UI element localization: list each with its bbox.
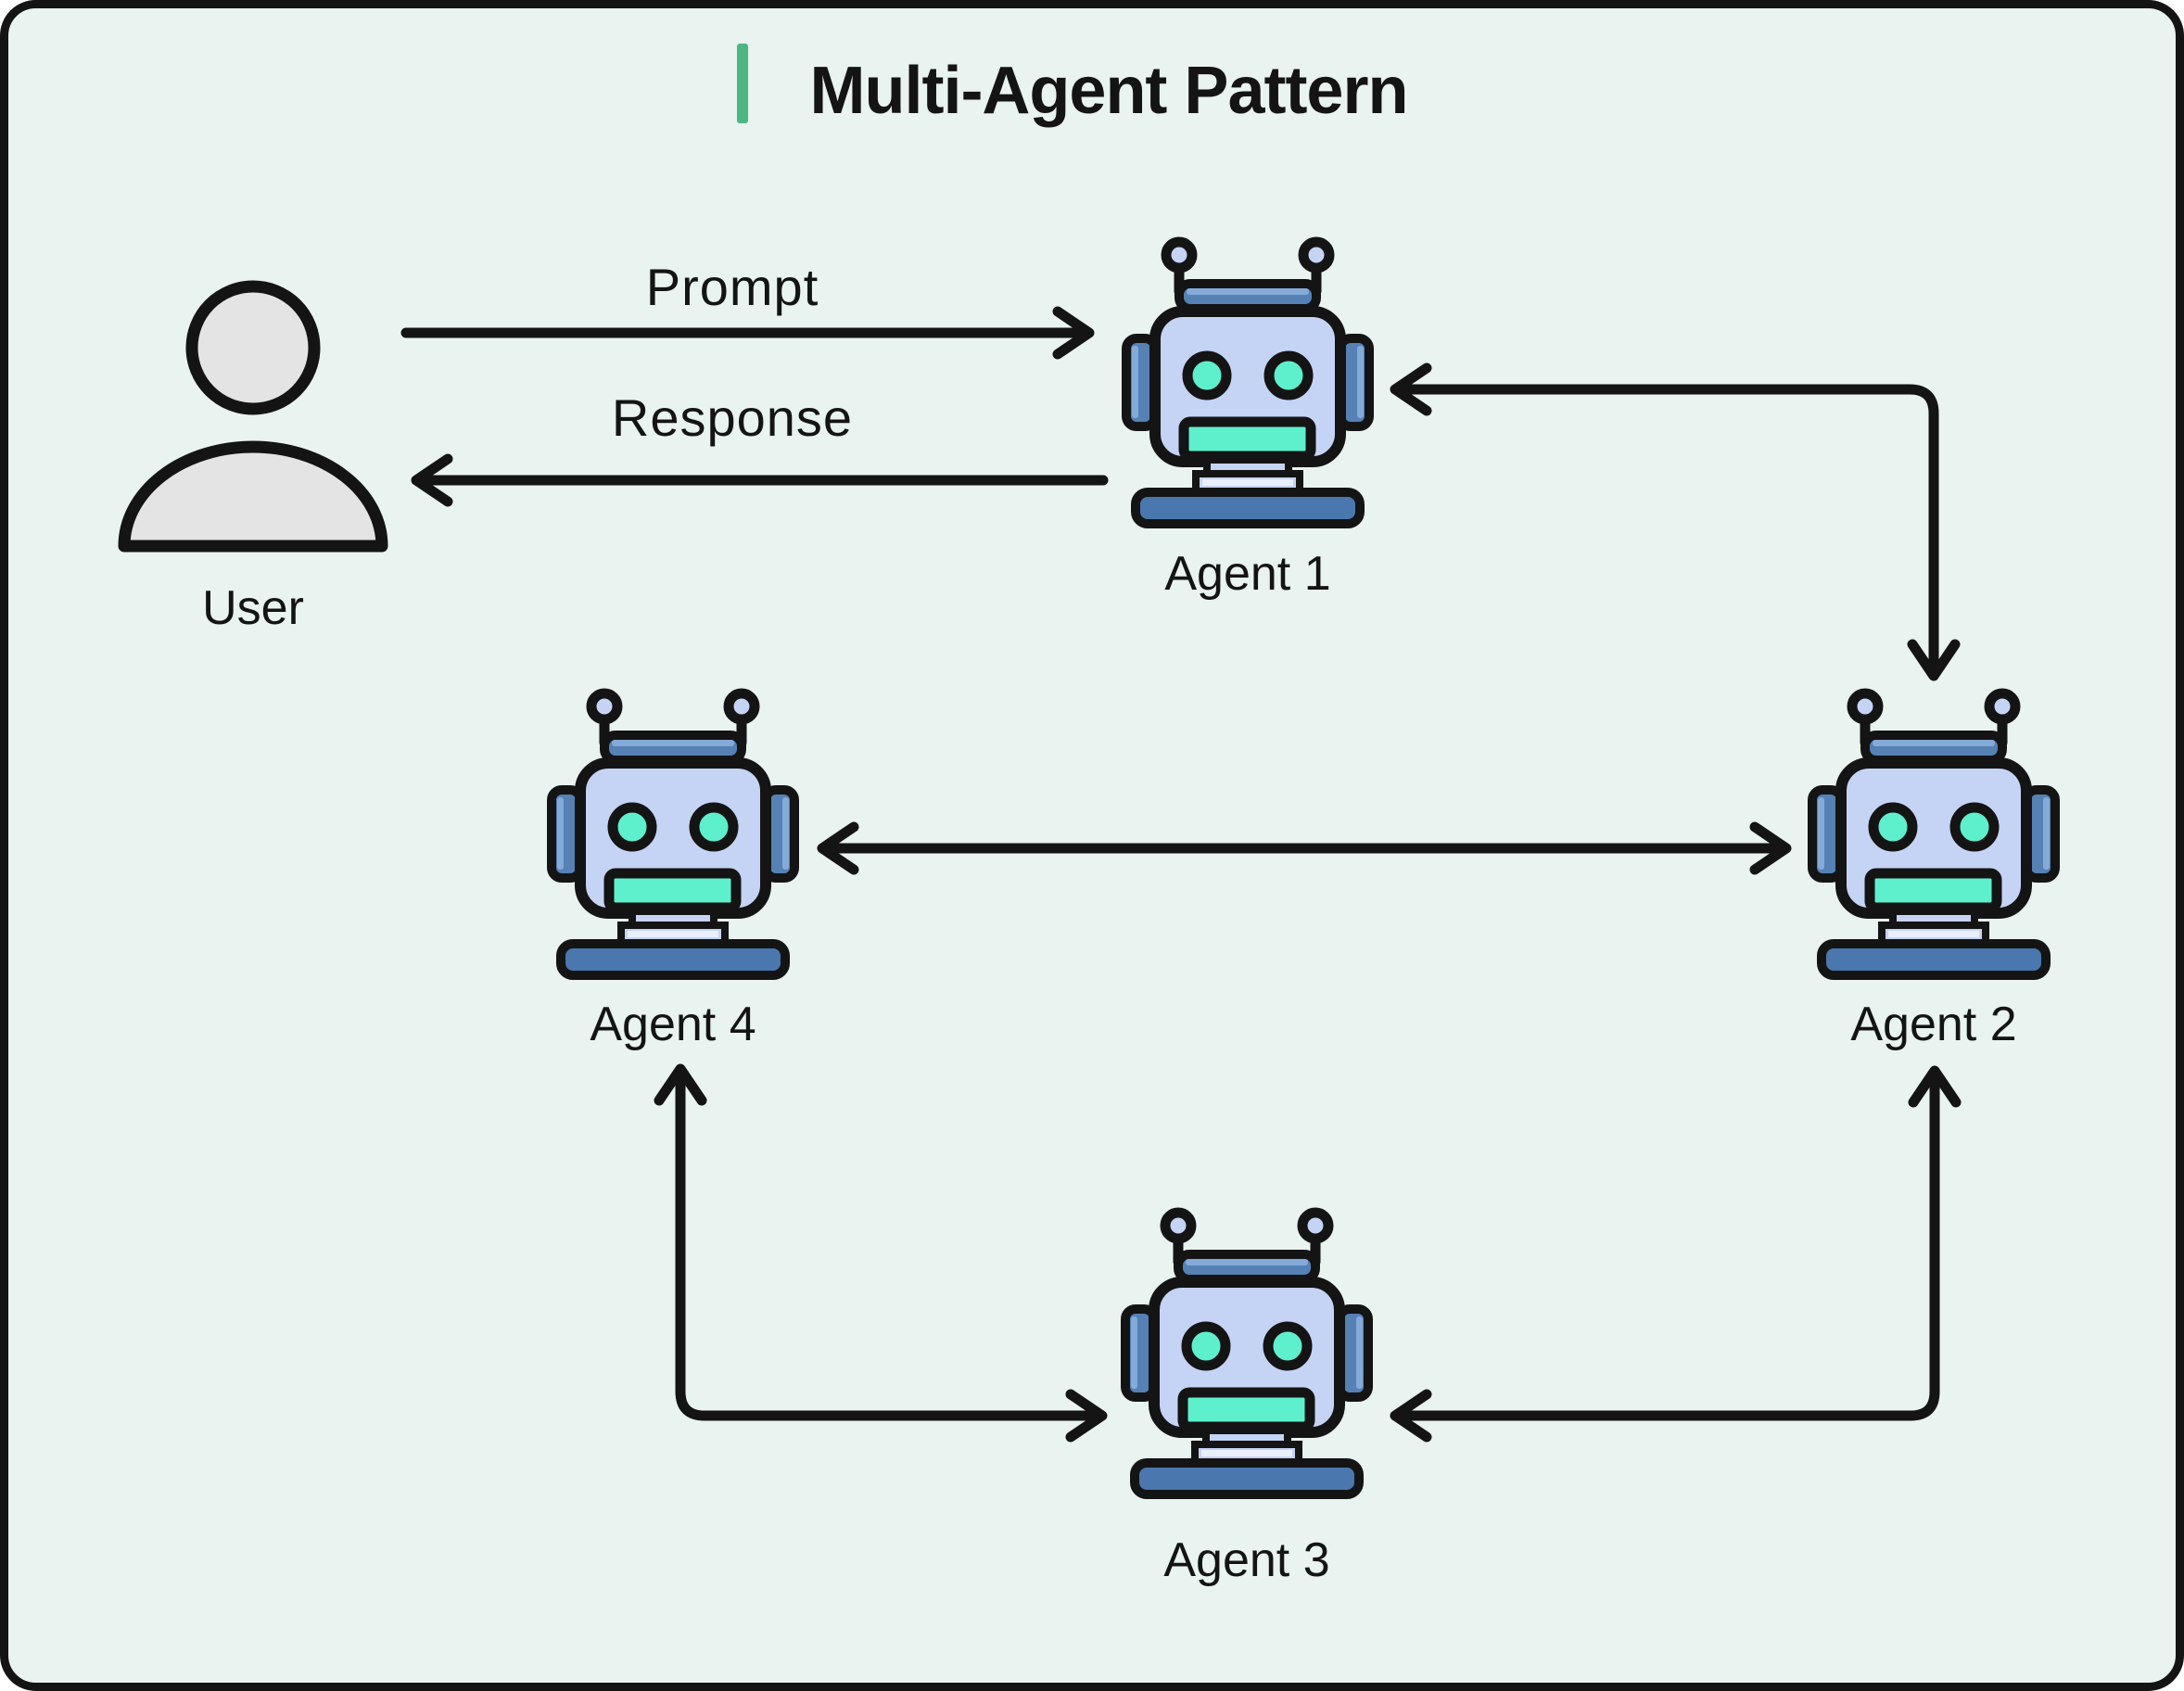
prompt-label: Prompt bbox=[646, 258, 819, 316]
agent-3-node: Agent 3 bbox=[1125, 1213, 1368, 1587]
agent-1-label: Agent 1 bbox=[1164, 547, 1330, 601]
agent4-agent3-connector bbox=[654, 1063, 1108, 1443]
title-block: Multi-Agent Pattern bbox=[737, 44, 1408, 128]
page-title: Multi-Agent Pattern bbox=[810, 54, 1408, 128]
person-body bbox=[118, 440, 388, 553]
agent-4-label: Agent 4 bbox=[590, 998, 756, 1051]
agent-3-label: Agent 3 bbox=[1163, 1533, 1329, 1587]
agent-2-label: Agent 2 bbox=[1850, 998, 2016, 1051]
agent3-agent2-connector bbox=[1390, 1065, 1962, 1443]
response-label: Response bbox=[612, 388, 853, 447]
agent1-agent2-connector bbox=[1390, 362, 1961, 681]
agent-2-node: Agent 2 bbox=[1812, 693, 2055, 1051]
user-node: User bbox=[118, 280, 388, 635]
person-icon bbox=[118, 280, 388, 553]
person-head bbox=[185, 280, 321, 415]
title-accent-bar bbox=[737, 44, 748, 123]
user-label: User bbox=[202, 581, 304, 635]
agent-1-node: Agent 1 bbox=[1126, 242, 1369, 601]
agent-4-node: Agent 4 bbox=[552, 693, 794, 1051]
